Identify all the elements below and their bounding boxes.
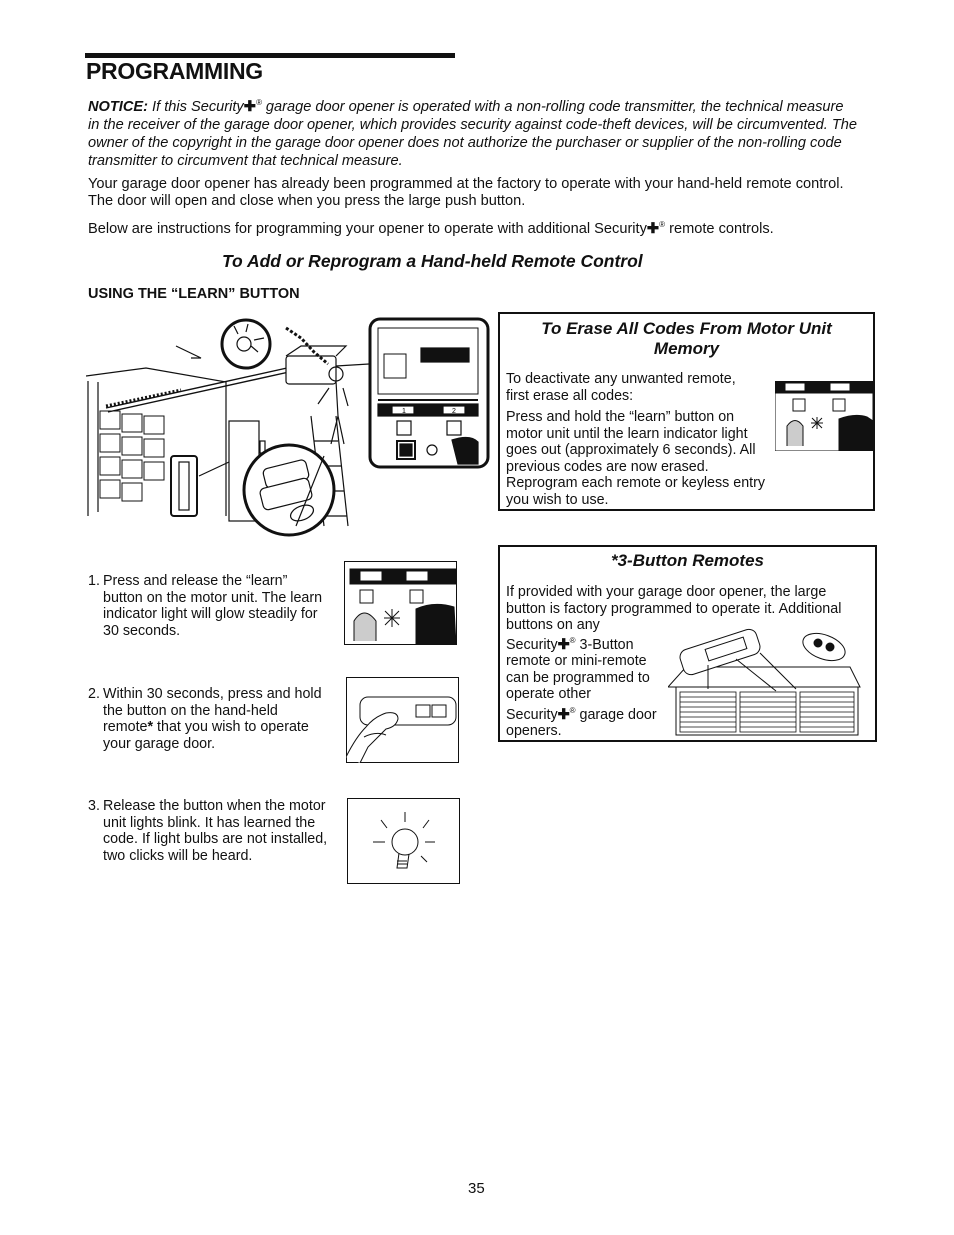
- remote-press-icon: [346, 677, 459, 763]
- three-button-text-2: Security✚® 3-Button remote or mini-remot…: [506, 633, 661, 740]
- step-number: 3.: [88, 798, 100, 814]
- step-2-text-pre: Within 30 seconds, press and hold the bu…: [103, 686, 322, 735]
- erase-codes-box: To Erase All Codes From Motor Unit Memor…: [498, 312, 875, 511]
- step-number: 2.: [88, 686, 100, 702]
- learn-button-icon: [344, 561, 457, 645]
- security-plus-icon: ✚: [557, 706, 570, 723]
- registered-mark: ®: [255, 98, 262, 107]
- erase-para-2-text: Press and hold the “learn” button on mot…: [506, 409, 766, 508]
- step-2: 2.Within 30 seconds, press and hold the …: [88, 686, 328, 752]
- security-plus-icon: ✚: [646, 220, 660, 237]
- remote-control-icon: [668, 628, 861, 736]
- step-text: Release the button when the motor unit l…: [103, 798, 328, 864]
- security-label: Security: [506, 706, 558, 723]
- asterisk-mark: *: [147, 719, 154, 735]
- learn-button-icon: [775, 381, 873, 451]
- step-number: 1.: [88, 573, 100, 589]
- light-bulb-icon: [347, 798, 460, 884]
- registered-mark: ®: [569, 705, 576, 715]
- three-button-text-1: If provided with your garage door opener…: [506, 584, 842, 633]
- step-text: Press and release the “learn” button on …: [103, 573, 323, 639]
- panel-label-2: 2: [452, 408, 456, 415]
- erase-box-title: To Erase All Codes From Motor Unit Memor…: [541, 319, 832, 358]
- panel-label-1: 1: [402, 408, 406, 415]
- security-plus-icon: ✚: [243, 98, 256, 115]
- registered-mark: ®: [659, 220, 666, 229]
- notice-label: NOTICE:: [88, 98, 148, 115]
- intro-paragraph-1: Your garage door opener has already been…: [88, 176, 844, 209]
- page-number: 35: [468, 1180, 485, 1197]
- section-heading: To Add or Reprogram a Hand-held Remote C…: [222, 251, 643, 271]
- page-title: PROGRAMMING: [86, 58, 263, 84]
- step-1: 1.Press and release the “learn” button o…: [88, 573, 328, 639]
- three-button-title: *3-Button Remotes: [610, 551, 764, 570]
- step-2-text-post: that you wish to operate your garage doo…: [103, 719, 309, 752]
- intro-2-post: remote controls.: [665, 220, 774, 237]
- registered-mark: ®: [569, 636, 576, 645]
- title-rule: [85, 53, 455, 58]
- notice-paragraph: NOTICE: If this Security✚® garage door o…: [88, 94, 858, 170]
- step-text: Within 30 seconds, press and hold the bu…: [103, 686, 328, 752]
- subheading-learn-button: USING THE “LEARN” BUTTON: [88, 286, 300, 302]
- security-label: Security: [506, 636, 558, 653]
- three-button-text-3-post: garage door openers.: [506, 706, 657, 740]
- three-button-text-2-post: 3-Button remote or mini-remote can be pr…: [506, 636, 650, 703]
- erase-para-1: To deactivate any unwanted remote, first…: [506, 371, 736, 404]
- garage-installation-illustration: 1 2: [86, 317, 490, 537]
- step-3: 3.Release the button when the motor unit…: [88, 798, 333, 864]
- notice-pre: If this Security: [148, 98, 244, 115]
- intro-2-pre: Below are instructions for programming y…: [88, 220, 647, 237]
- intro-paragraph-2: Below are instructions for programming y…: [88, 216, 868, 238]
- security-plus-icon: ✚: [557, 636, 570, 653]
- notice-text: garage door opener is operated with a no…: [88, 98, 858, 169]
- three-button-remotes-box: *3-Button Remotes If provided with your …: [498, 545, 877, 742]
